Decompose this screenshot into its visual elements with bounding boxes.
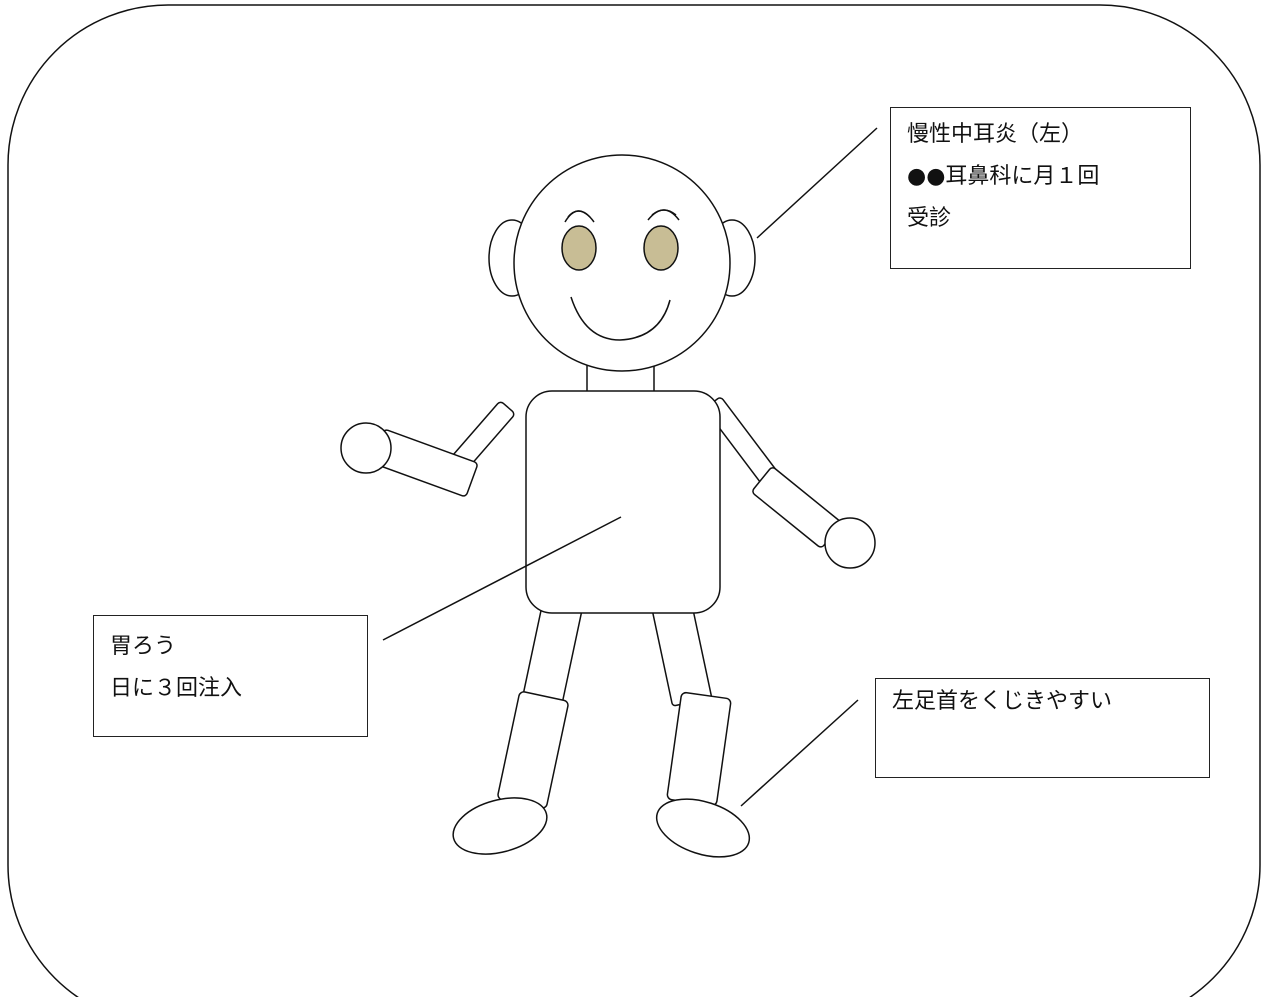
right-shin [666,691,732,807]
left-foot [452,797,548,855]
ear-note-line3: 受診 [907,206,952,231]
right-eyebrow-inner [651,209,677,216]
stomach-note: 胃ろう 日に３回注入 [93,615,368,737]
left-eye [561,225,597,271]
ankle-note: 左足首をくじきやすい [875,678,1210,778]
right-hand [824,517,876,569]
ankle-note-line1: 左足首をくじきやすい [892,689,1113,714]
ear-note-line1: 慢性中耳炎（左） [907,122,1084,147]
stomach-note-line1: 胃ろう [110,634,177,659]
left-hand [340,422,392,474]
smile [570,296,671,341]
right-foot [655,798,751,858]
right-thigh [652,601,712,707]
left-eyebrow-inner [567,210,591,218]
stomach-note-line2: 日に３回注入 [110,676,243,701]
left-thigh [521,601,583,709]
ear-pointer-line [756,127,878,239]
torso [525,390,721,614]
ankle-pointer-line [740,699,859,807]
right-eye [643,225,679,271]
ear-note-line2: ●●耳鼻科に月１回 [907,164,1100,189]
outer-frame [7,4,1261,997]
head [513,154,731,372]
left-shin [497,691,569,809]
stomach-pointer-line [382,516,622,641]
ear-note: 慢性中耳炎（左） ●●耳鼻科に月１回 受診 [890,107,1191,269]
